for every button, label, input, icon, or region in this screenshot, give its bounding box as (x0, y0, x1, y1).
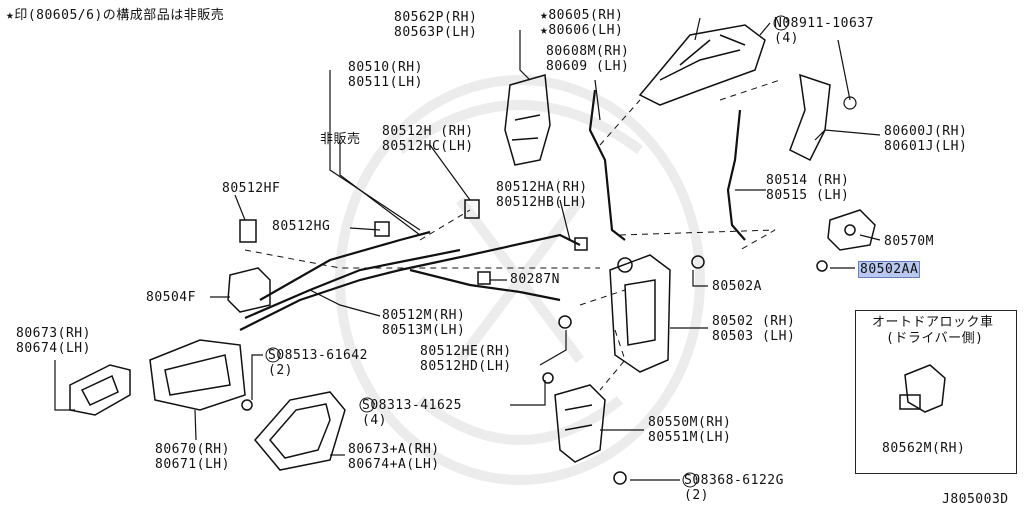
inset-title: オートドアロック車 (872, 315, 994, 330)
label-08513[interactable]: S08513-61642 (2) (268, 348, 368, 378)
striker (827, 209, 876, 251)
pad-80504f (227, 267, 271, 313)
label-80510[interactable]: 80510(RH) 80511(LH) (348, 60, 423, 90)
label-80550m[interactable]: 80550M(RH) 80551M(LH) (648, 415, 732, 445)
label-80512ha[interactable]: 80512HA(RH) 80512HB(LH) (496, 180, 588, 210)
label-80502a[interactable]: 80502A (712, 279, 762, 294)
label-80570m[interactable]: 80570M (884, 234, 934, 249)
circled-markers (265, 15, 789, 488)
rod-clip-bracket (504, 74, 551, 166)
handle-bracket (789, 73, 831, 162)
label-80673[interactable]: 80673(RH) 80674(LH) (16, 326, 91, 356)
diagram-code: J805003D (942, 492, 1009, 507)
label-80512hg[interactable]: 80512HG (272, 219, 331, 234)
inside-door-handle (149, 339, 246, 411)
dashed-assembly-lines (244, 79, 781, 391)
label-80670[interactable]: 80670(RH) 80671(LH) (155, 442, 230, 472)
label-80600j[interactable]: 80600J(RH) 80601J(LH) (884, 124, 968, 154)
inset-actuator (899, 364, 946, 413)
label-80512h[interactable]: 80512H (RH) 80512HC(LH) (382, 124, 474, 154)
label-80502[interactable]: 80502 (RH) 80503 (LH) (712, 314, 796, 344)
label-80562p[interactable]: 80562P(RH) 80563P(LH) (394, 10, 478, 40)
watermark-emblem (335, 75, 705, 485)
label-80287n[interactable]: 80287N (510, 272, 560, 287)
nut-08911 (843, 96, 857, 110)
label-80514[interactable]: 80514 (RH) 80515 (LH) (766, 173, 850, 203)
label-hihanbai: 非販売 (320, 132, 361, 147)
inset-subtitle: (ドライバー側) (886, 331, 984, 346)
clips (239, 199, 828, 485)
label-08911[interactable]: N08911-10637 (4) (774, 16, 874, 46)
label-80608m[interactable]: 80608M(RH) 80609 (LH) (546, 44, 630, 74)
handle-bezel (254, 391, 346, 471)
inset-part-label: 80562M(RH) (882, 441, 966, 456)
outside-door-handle (638, 24, 766, 106)
note-text: ★印(80605/6)の構成部品は非販売 (6, 8, 225, 23)
inset-box: オートドアロック車 (ドライバー側) 80562M(RH) (855, 310, 1017, 474)
escutcheon (69, 364, 131, 416)
control-rods (239, 89, 746, 331)
label-80512m[interactable]: 80512M(RH) 80513M(LH) (382, 308, 466, 338)
label-80502aa[interactable]: 80502AA (857, 261, 921, 278)
door-lock-actuator (609, 254, 671, 373)
label-08368[interactable]: S08368-6122G (2) (684, 473, 784, 503)
lock-motor (554, 384, 606, 463)
label-80605[interactable]: ★80605(RH) ★80606(LH) (540, 8, 624, 38)
label-80673a[interactable]: 80673+A(RH) 80674+A(LH) (348, 442, 440, 472)
label-80512he[interactable]: 80512HE(RH) 80512HD(LH) (420, 344, 512, 374)
label-08313[interactable]: S08313-41625 (4) (362, 398, 462, 428)
label-80504f[interactable]: 80504F (146, 290, 196, 305)
label-80512hf[interactable]: 80512HF (222, 181, 281, 196)
